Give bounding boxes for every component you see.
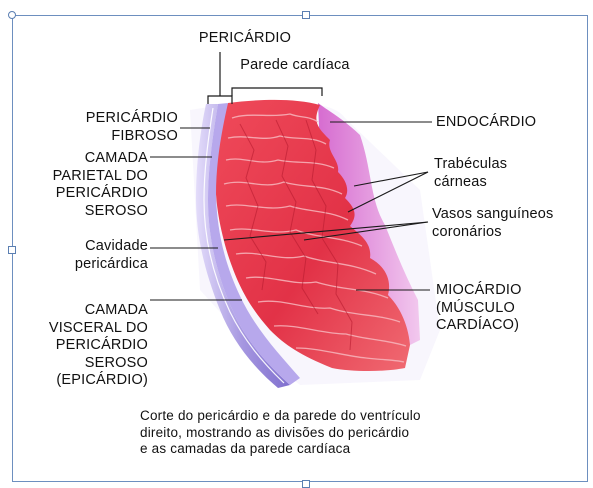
label-cavidade-pericardica: Cavidade pericárdica [74, 238, 148, 272]
resize-handle-left[interactable] [8, 246, 16, 254]
pericardial-cavity-line [203, 107, 285, 384]
label-trabeculas-carneas: Trabéculas cárneas [434, 156, 508, 190]
pericardium-fibrous-layer [196, 104, 290, 388]
label-miocardio: MIOCÁRDIO (MÚSCULO CARDÍACO) [436, 282, 522, 333]
figure-caption: Corte do pericárdio e da parede do ventr… [140, 408, 421, 456]
endocardium-layer [318, 103, 420, 345]
label-pericardio: PERICÁRDIO [198, 30, 292, 46]
leader-lines [150, 121, 432, 301]
label-camada-visceral: CAMADA VISCERAL DO PERICÁRDIO SEROSO (EP… [48, 302, 148, 388]
myocardium-layer [215, 99, 410, 371]
label-pericardio-fibroso: PERICÁRDIO FIBROSO [85, 110, 178, 144]
muscle-fibers [223, 113, 407, 363]
label-camada-parietal: CAMADA PARIETAL DO PERICÁRDIO SEROSO [52, 150, 148, 219]
top-brackets [207, 52, 323, 104]
rotate-handle-top-left[interactable] [8, 11, 16, 19]
label-endocardio: ENDOCÁRDIO [436, 114, 537, 130]
label-parede-cardiaca: Parede cardíaca [240, 57, 350, 73]
muscle-shading [239, 119, 353, 351]
resize-handle-top[interactable] [302, 11, 310, 19]
visceral-pericardium-layer [208, 103, 300, 385]
label-vasos-sanguineos: Vasos sanguíneos coronários [432, 206, 554, 240]
